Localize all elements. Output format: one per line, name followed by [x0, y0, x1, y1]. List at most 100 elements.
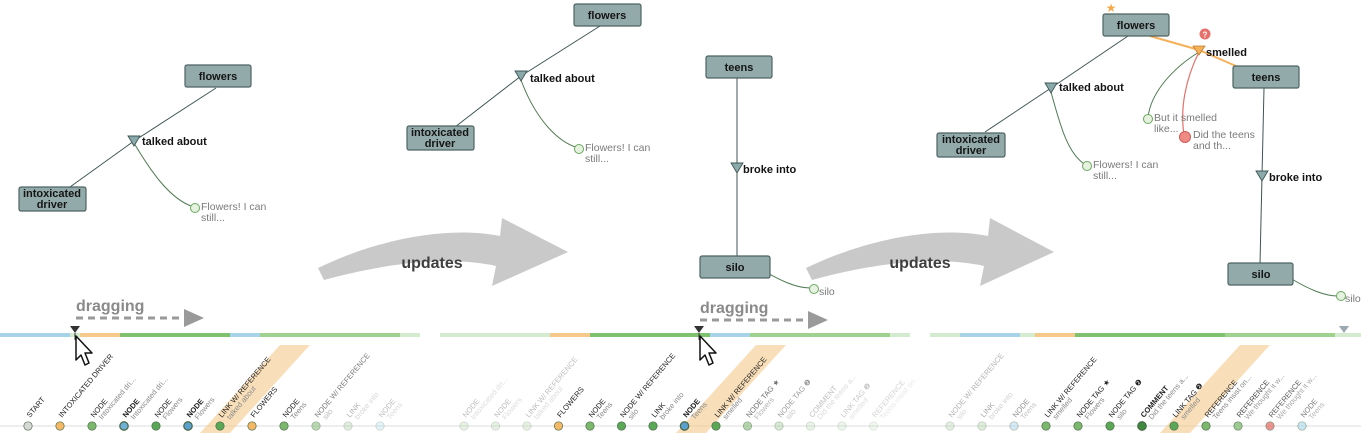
event-dot-icon[interactable] — [215, 421, 225, 431]
node-box[interactable] — [1102, 13, 1170, 37]
event-dot-icon[interactable] — [679, 421, 690, 431]
node-silo[interactable]: silo — [1227, 262, 1294, 286]
node-intoxicated-driver[interactable]: intoxicated driver — [936, 132, 1006, 158]
playhead-1[interactable] — [70, 326, 93, 366]
star-badge-icon[interactable]: ★ — [1106, 1, 1117, 15]
comment-flowers[interactable]: Flowers! I can still... — [1082, 159, 1159, 182]
event-dot-icon[interactable] — [1201, 421, 1211, 431]
event-dot-icon[interactable] — [343, 421, 353, 431]
event-dot-icon[interactable] — [522, 421, 532, 431]
event-dot-icon[interactable] — [459, 421, 469, 431]
node-teens[interactable]: teens — [705, 55, 773, 79]
node-flowers[interactable]: flowers — [573, 3, 642, 27]
playhead-triangle-icon[interactable] — [694, 326, 704, 333]
node-box[interactable] — [936, 132, 1006, 158]
event-dot-icon[interactable] — [585, 421, 595, 431]
timeline-track-2[interactable] — [440, 333, 910, 337]
event-dot-icon[interactable] — [711, 421, 721, 431]
node-box[interactable] — [406, 125, 475, 151]
event-dot-icon[interactable] — [1169, 421, 1179, 431]
comment-flowers[interactable]: Flowers! I can still... — [190, 201, 267, 224]
alert-comment-icon[interactable] — [1179, 131, 1191, 143]
link-triangle-icon-2[interactable] — [730, 162, 744, 174]
event-dot-icon[interactable] — [837, 421, 847, 431]
playhead-triangle-icon[interactable] — [70, 326, 80, 333]
comment-silo[interactable]: silo — [1336, 291, 1361, 306]
event-dot-icon[interactable] — [977, 421, 987, 431]
node-flowers[interactable]: flowers — [184, 64, 252, 88]
event-dot-icon[interactable] — [945, 421, 955, 431]
event-dot-icon[interactable] — [87, 421, 97, 431]
event-dot-icon[interactable] — [55, 421, 65, 431]
event-dot-icon[interactable] — [1137, 421, 1147, 431]
event-dot-icon[interactable] — [1105, 421, 1115, 431]
node-box[interactable] — [184, 64, 252, 88]
event-dot-icon[interactable] — [23, 421, 33, 431]
comment-icon[interactable] — [1336, 291, 1346, 301]
comment-icon[interactable] — [190, 203, 200, 213]
comment-icon[interactable] — [574, 144, 584, 154]
event-dot-icon[interactable] — [183, 421, 193, 431]
comment-icon[interactable] — [1143, 114, 1153, 124]
node-box[interactable] — [699, 255, 771, 279]
event-dot-icon[interactable] — [311, 421, 321, 431]
link-triangle-icon-3[interactable] — [1192, 45, 1206, 56]
timeline-track-1[interactable] — [0, 333, 420, 337]
node-box[interactable] — [573, 3, 642, 27]
node-intoxicated-driver[interactable]: intoxicated driver — [18, 186, 87, 212]
event-dot-icon[interactable] — [279, 421, 289, 431]
event-dot-icon[interactable] — [247, 421, 257, 431]
event-dot-icon[interactable] — [1297, 421, 1307, 431]
event-dot-icon[interactable] — [553, 421, 564, 431]
node-intoxicated-driver[interactable]: intoxicated driver — [406, 125, 475, 151]
event-dot-icon[interactable] — [648, 421, 658, 431]
event-dot-icon[interactable] — [742, 421, 753, 431]
node-flowers[interactable]: flowers ★ — [1102, 1, 1170, 37]
event-dot-icon[interactable] — [1233, 421, 1243, 431]
event-dot-icon[interactable] — [1073, 421, 1083, 431]
event-dot-icon[interactable] — [119, 421, 129, 431]
timeline-event[interactable]: NODE TAG ★Flowers — [1073, 377, 1112, 431]
node-box[interactable] — [1227, 262, 1294, 286]
timeline-track-3[interactable] — [930, 326, 1361, 337]
event-dot-icon[interactable] — [1041, 421, 1051, 431]
comment-icon[interactable] — [809, 284, 819, 294]
link-triangle-icon[interactable] — [127, 135, 141, 147]
event-dot-icon[interactable] — [774, 421, 784, 431]
event-dot-icon[interactable] — [1265, 421, 1275, 431]
event-dot-icon[interactable] — [490, 421, 501, 431]
event-dot-icon[interactable] — [805, 421, 816, 431]
node-box[interactable] — [18, 186, 87, 212]
node-teens[interactable]: teens — [1232, 65, 1300, 89]
event-dot-icon[interactable] — [151, 421, 161, 431]
event-dot-icon[interactable] — [616, 421, 627, 431]
comment-alert[interactable]: Did the teens and th... — [1179, 129, 1255, 152]
comment-icon[interactable] — [1082, 161, 1092, 171]
question-badge-icon[interactable] — [1199, 28, 1211, 40]
node-silo[interactable]: silo — [699, 255, 771, 279]
link-triangle-icon-2[interactable] — [1255, 170, 1269, 182]
timeline-event[interactable]: START — [23, 395, 47, 431]
comment-smelled[interactable]: But it smelled like... — [1143, 112, 1218, 135]
link-triangle-icon[interactable] — [1044, 82, 1058, 94]
playhead-2[interactable] — [694, 326, 717, 366]
comment-silo[interactable]: silo — [809, 284, 835, 299]
event-dot-icon[interactable] — [868, 421, 879, 431]
event-dot-icon[interactable] — [375, 421, 385, 431]
event-dot-icon[interactable] — [1009, 421, 1019, 431]
